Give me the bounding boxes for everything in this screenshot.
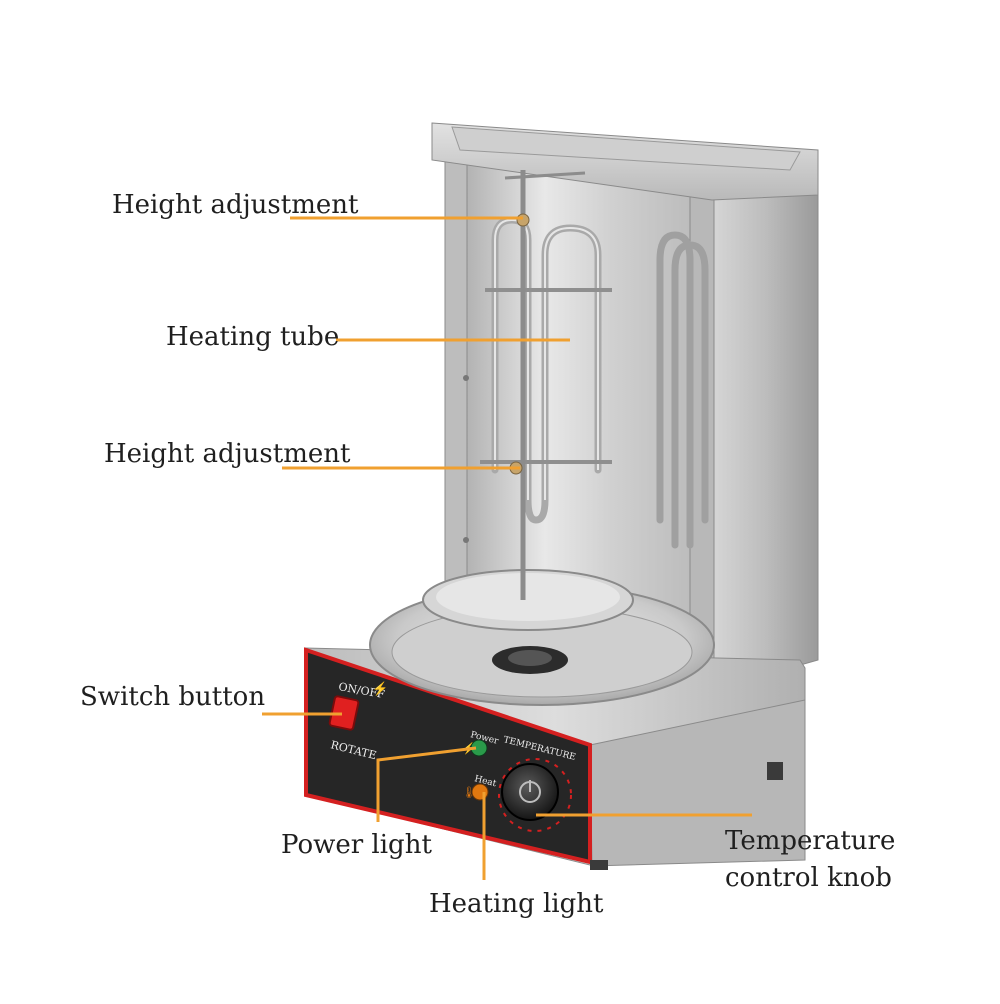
- leader-lines: [262, 216, 752, 880]
- callout-height-adjustment-bottom: Height adjustment: [104, 439, 351, 469]
- heating-tube-right: [656, 231, 709, 549]
- callout-temperature-knob-line2: control knob: [725, 863, 892, 893]
- right-side-housing: [711, 149, 819, 691]
- thermometer-icon: 🌡: [462, 786, 476, 799]
- callout-temperature-knob-line1: Temperature: [725, 826, 896, 856]
- callout-height-adjustment-top: Height adjustment: [112, 190, 359, 220]
- leader-power: [376, 746, 477, 822]
- callout-heating-light: Heating light: [429, 889, 604, 919]
- rotate-switch[interactable]: [328, 695, 360, 731]
- callout-heating-tube: Heating tube: [166, 322, 340, 352]
- power-symbol-icon: ⚡: [372, 681, 388, 697]
- callout-switch-button: Switch button: [80, 682, 266, 712]
- callout-power-light: Power light: [281, 830, 432, 860]
